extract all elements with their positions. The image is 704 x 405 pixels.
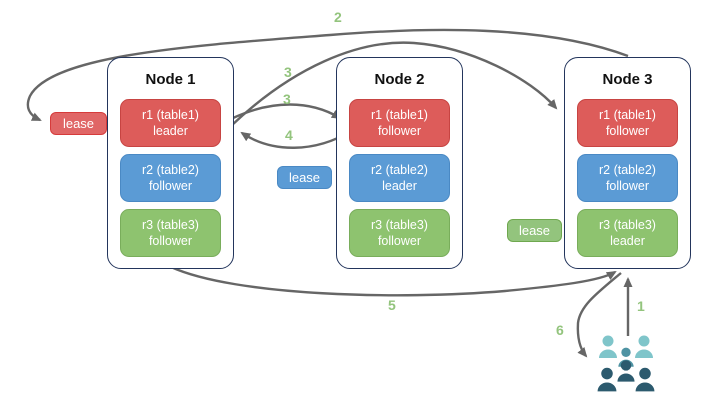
lease-badge-blue: lease [277,166,332,189]
replica-role: leader [610,234,645,248]
replica-name: r3 (table3) [371,217,428,232]
arrow-step-3-node1-to-node3 [230,41,558,127]
replica-role: leader [382,179,417,193]
step-label-3-lower: 3 [283,91,291,107]
node-3-title: Node 3 [602,71,653,88]
users-group-icon [597,335,655,392]
arrow-step-3-node1-to-node2 [232,103,342,120]
replica-role: follower [148,234,193,248]
node-1-title: Node 1 [145,71,196,88]
node-3-box: Node 3 r1 (table1) follower r2 (table2) … [564,57,691,269]
replica-name: r2 (table2) [142,162,199,177]
replica-role: follower [148,179,193,193]
replica-name: r1 (table1) [142,107,199,122]
lease-badge-green: lease [507,219,562,242]
node-1-replica-r1: r1 (table1) leader [120,99,221,147]
step-label-6: 6 [556,322,564,338]
step-label-4: 4 [285,127,293,143]
lease-badge-red: lease [50,112,107,135]
replica-role: follower [377,124,422,138]
replica-role: follower [605,179,650,193]
node-3-replica-r2: r2 (table2) follower [577,154,678,202]
node-3-replica-r1: r1 (table1) follower [577,99,678,147]
arrow-step-2 [26,28,629,122]
node-2-title: Node 2 [374,71,425,88]
arrow-step-5-node1-to-node3 [170,265,617,297]
replica-name: r1 (table1) [599,107,656,122]
replica-name: r1 (table1) [371,107,428,122]
node-2-replica-r3: r3 (table3) follower [349,209,450,257]
replica-role: follower [605,124,650,138]
node-2-box: Node 2 r1 (table1) follower r2 (table2) … [336,57,463,269]
node-3-replica-r3: r3 (table3) leader [577,209,678,257]
node-2-replica-r2: r2 (table2) leader [349,154,450,202]
step-label-2: 2 [334,9,342,25]
node-2-replica-r1: r1 (table1) follower [349,99,450,147]
replica-name: r2 (table2) [371,162,428,177]
node-1-box: Node 1 r1 (table1) leader r2 (table2) fo… [107,57,234,269]
step-label-1: 1 [637,298,645,314]
replica-role: leader [153,124,188,138]
arrow-step-4-node2-to-node1 [240,129,352,149]
arrow-step-6-node3-to-users [576,272,622,358]
node-1-replica-r3: r3 (table3) follower [120,209,221,257]
node-1-replica-r2: r2 (table2) follower [120,154,221,202]
replica-name: r2 (table2) [599,162,656,177]
step-label-3-upper: 3 [284,64,292,80]
replica-name: r3 (table3) [599,217,656,232]
step-label-5: 5 [388,297,396,313]
replica-role: follower [377,234,422,248]
replica-name: r3 (table3) [142,217,199,232]
